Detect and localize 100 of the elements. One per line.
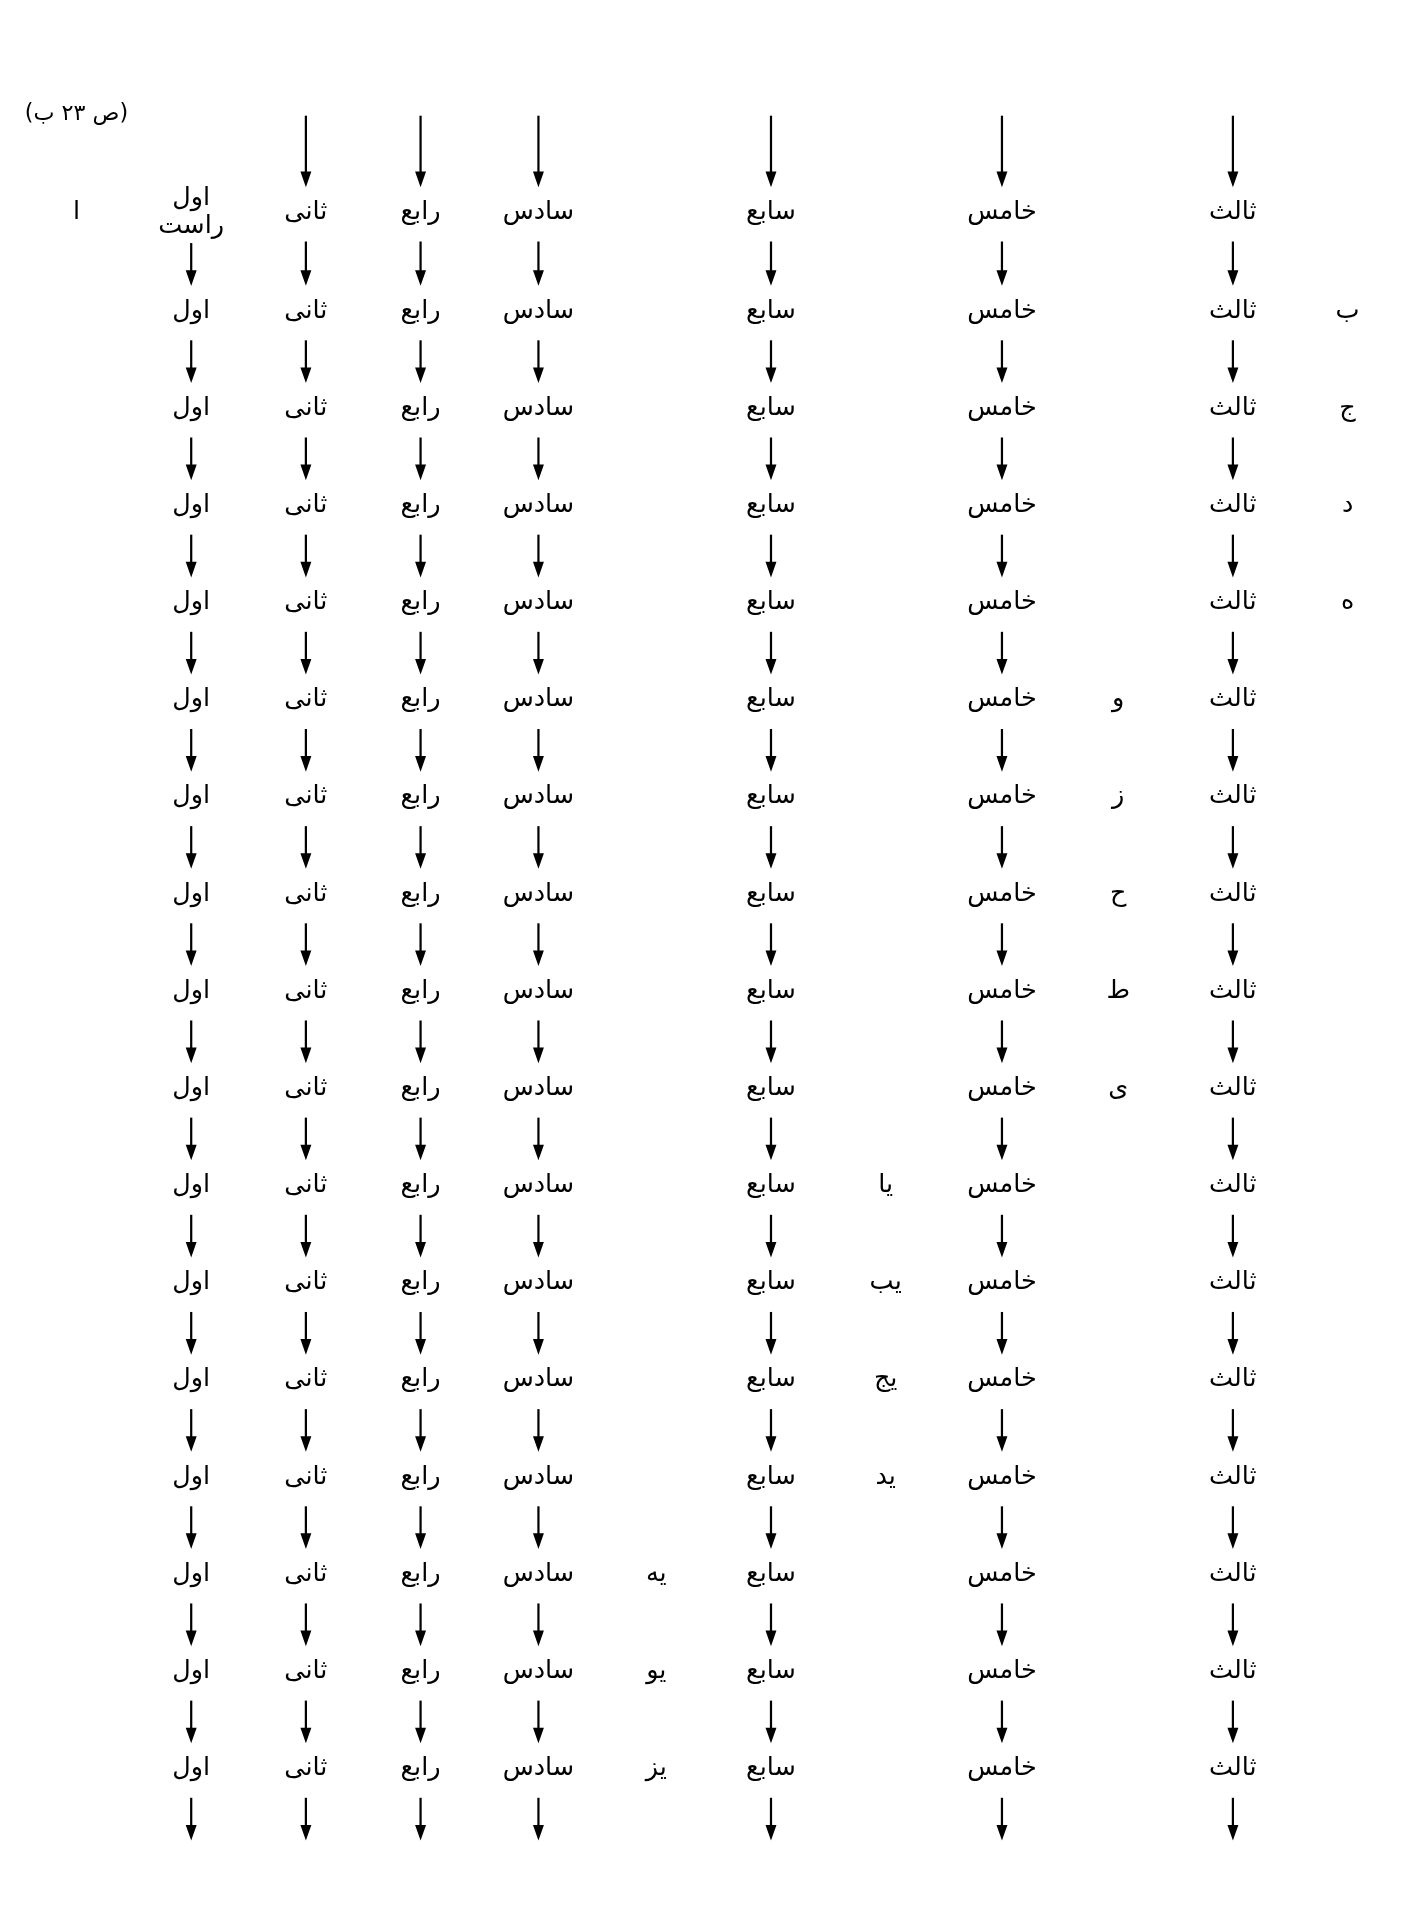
arrow [185,1408,197,1452]
node-text: اول [172,1264,211,1295]
arrow [415,1117,427,1160]
arrow [765,1797,777,1841]
arrow [1227,825,1239,869]
arrow [415,1214,427,1257]
node-text: ثانی [284,390,328,421]
arrow [185,534,197,577]
label: ه [1340,584,1355,615]
arrow [1227,437,1239,480]
arrow [765,1117,777,1160]
label: و [1112,681,1125,712]
node-text: سابع [746,1556,796,1587]
arrow [1227,1602,1239,1646]
node-text: ثانی [284,1556,328,1587]
arrow [185,437,197,480]
arrow [415,631,427,675]
node-text: خامس [967,487,1037,518]
arrow [532,1797,544,1841]
arrow [996,241,1008,286]
node-text: خامس [967,681,1037,712]
node-text: خامس [967,973,1037,1004]
arrow [300,825,312,869]
label: د [1341,487,1354,518]
node-text: سابع [746,1653,796,1684]
arrow [532,631,544,675]
node-text: رابع [400,1750,441,1781]
arrow [185,631,197,675]
node-text: سادس [502,1459,575,1490]
node-text: سابع [746,681,796,712]
node-text: خامس [967,876,1037,907]
node-text: اول [172,1167,211,1198]
node-text: ثالث [1209,1361,1257,1392]
arrow [765,241,777,286]
node-text: سادس [502,1556,575,1587]
node-text: رابع [400,973,441,1004]
arrow [300,1214,312,1257]
node-text: ثالث [1209,1070,1257,1101]
node-text: ثالث [1209,1653,1257,1684]
node-text: رابع [400,1653,441,1684]
node-text: ثانی [284,584,328,615]
arrow [185,1505,197,1549]
node-text: سادس [502,194,575,225]
arrow [185,1117,197,1160]
node-text: ثانی [284,876,328,907]
arrow [996,1214,1008,1257]
node-text: خامس [967,293,1037,324]
node-text: ثالث [1209,1167,1257,1198]
label: یج [873,1361,898,1392]
arrow [996,1505,1008,1549]
arrow [415,1700,427,1743]
arrow [996,534,1008,577]
label: ز [1112,778,1125,809]
arrow [1227,1311,1239,1355]
node-text: ثالث [1209,390,1257,421]
node-text: سادس [502,1167,575,1198]
arrow [996,339,1008,383]
arrow [765,437,777,480]
node-text: سابع [746,778,796,809]
arrow [765,922,777,966]
arrow [300,1117,312,1160]
node-text: سادس [502,293,575,324]
arrow [300,1505,312,1549]
arrow [765,1019,777,1063]
arrow [415,1311,427,1355]
node-text: رابع [400,1167,441,1198]
node-text: رابع [400,293,441,324]
arrow [532,241,544,286]
arrow [300,1311,312,1355]
node-text: سادس [502,1653,575,1684]
node-text: سابع [746,293,796,324]
arrow [415,437,427,480]
node-text: خامس [967,1653,1037,1684]
label: ط [1106,973,1131,1004]
arrow [996,437,1008,480]
node-text: ثانی [284,1070,328,1101]
node-text: سادس [502,973,575,1004]
node-text: اول راست [158,180,225,239]
node-text: ثانی [284,293,328,324]
node-text: رابع [400,681,441,712]
arrow [415,1505,427,1549]
node-text: ثانی [284,1653,328,1684]
node-text: سابع [746,1167,796,1198]
node-text: خامس [967,1070,1037,1101]
label: ب [1335,293,1360,324]
arrow [765,1311,777,1355]
arrow [1227,534,1239,577]
node-text: اول [172,876,211,907]
node-text: سابع [746,390,796,421]
node-text: سادس [502,1361,575,1392]
node-text: اول [172,487,211,518]
node-text: ثانی [284,1750,328,1781]
arrow [765,1505,777,1549]
arrow [300,534,312,577]
node-text: ثانی [284,1264,328,1295]
node-text: خامس [967,778,1037,809]
node-text: ثالث [1209,584,1257,615]
node-text: سادس [502,1750,575,1781]
node-text: ثالث [1209,194,1257,225]
node-text: رابع [400,1459,441,1490]
